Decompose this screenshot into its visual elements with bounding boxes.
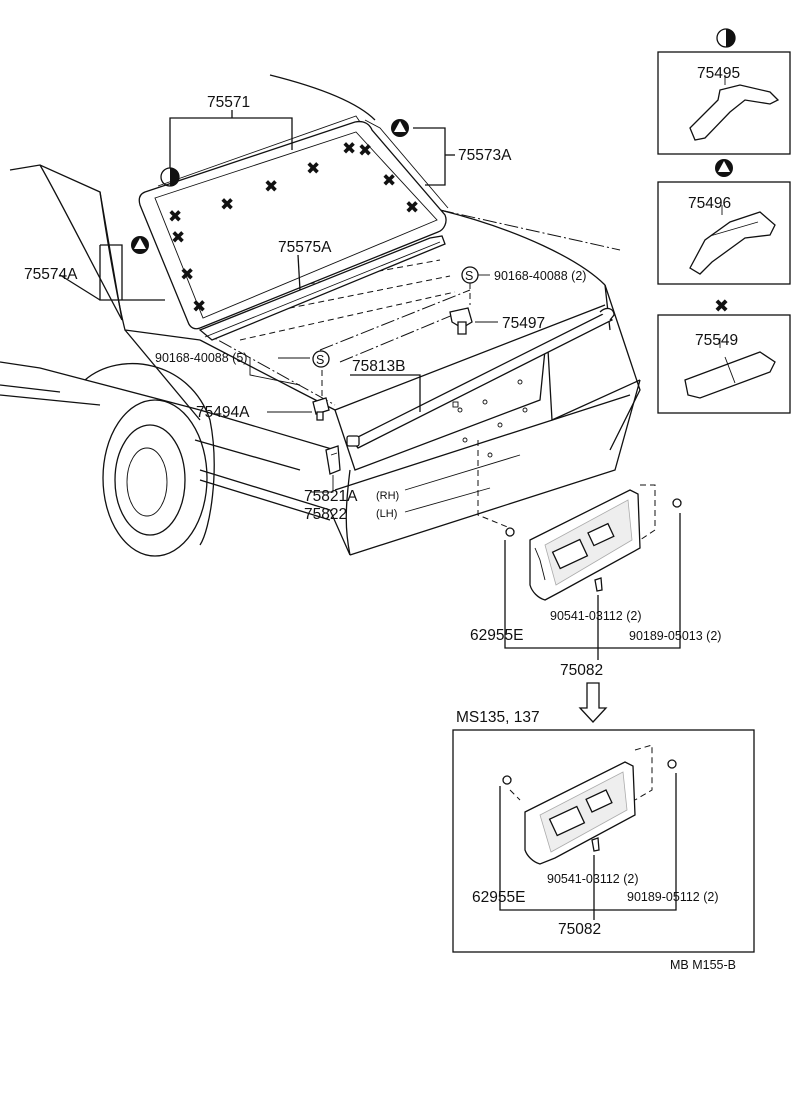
clip-75497: [449, 307, 473, 335]
label-75575a: 75575A: [278, 239, 332, 256]
label-90189-05013: 90189-05013 (2): [629, 629, 721, 643]
label-90168-40088-5: 90168-40088 (5): [155, 351, 247, 365]
inset-boxes: [452, 51, 791, 953]
rear-panel-ms: [502, 759, 677, 865]
label-62955e-b: 62955E: [472, 889, 525, 906]
label-75571: 75571: [207, 94, 250, 111]
car-body-outline: [0, 74, 641, 557]
spacer-marks: ✖ ✖ ✖ ✖ ✖ ✖ ✖ ✖ ✖ ✖ ✖: [168, 139, 419, 317]
s-marker-2: S: [316, 353, 324, 367]
label-90541-03112-a: 90541-03112 (2): [550, 609, 642, 623]
label-75821a: 75821A: [304, 488, 358, 505]
label-90541-03112-b: 90541-03112 (2): [547, 872, 639, 886]
svg-text:✖: ✖: [306, 159, 320, 179]
leader-lines: [59, 110, 681, 920]
rear-panel-main: [505, 489, 682, 601]
label-75813b: 75813B: [352, 358, 405, 375]
back-window-glass: [138, 115, 449, 330]
svg-text:✖: ✖: [192, 297, 206, 317]
rear-garnish-strip: [346, 307, 615, 449]
svg-text:✖: ✖: [714, 296, 729, 317]
footer-code: MB M155-B: [670, 958, 736, 972]
lower-moulding: [198, 235, 446, 341]
svg-text:✖: ✖: [342, 139, 356, 159]
symbol-markers: ✖: [131, 28, 736, 368]
label-lh: (LH): [376, 508, 397, 520]
inset-label-75549: 75549: [695, 332, 738, 349]
label-62955e-a: 62955E: [470, 627, 523, 644]
inset-label-75495: 75495: [697, 65, 740, 82]
label-75082-b: 75082: [558, 921, 601, 938]
svg-text:✖: ✖: [358, 141, 372, 161]
label-90168-40088-2: 90168-40088 (2): [494, 269, 586, 283]
clip-75494a: [312, 397, 330, 421]
label-75497: 75497: [502, 315, 545, 332]
svg-text:✖: ✖: [220, 195, 234, 215]
label-75082-a: 75082: [560, 662, 603, 679]
bracket-75821a: [325, 445, 341, 475]
label-rh: (RH): [376, 490, 399, 502]
label-75822: 75822: [304, 506, 347, 523]
s-marker-1: S: [465, 269, 473, 283]
svg-text:✖: ✖: [382, 171, 396, 191]
svg-text:✖: ✖: [171, 228, 185, 248]
label-ms135-137: MS135, 137: [456, 709, 540, 726]
svg-text:✖: ✖: [180, 265, 194, 285]
inset-label-75496: 75496: [688, 195, 731, 212]
svg-text:✖: ✖: [405, 198, 419, 218]
label-90189-05112: 90189-05112 (2): [627, 890, 719, 904]
svg-text:✖: ✖: [168, 207, 182, 227]
label-75573a: 75573A: [458, 147, 512, 164]
label-75574a: 75574A: [24, 266, 78, 283]
svg-text:✖: ✖: [264, 177, 278, 197]
label-75494a: 75494A: [196, 404, 250, 421]
